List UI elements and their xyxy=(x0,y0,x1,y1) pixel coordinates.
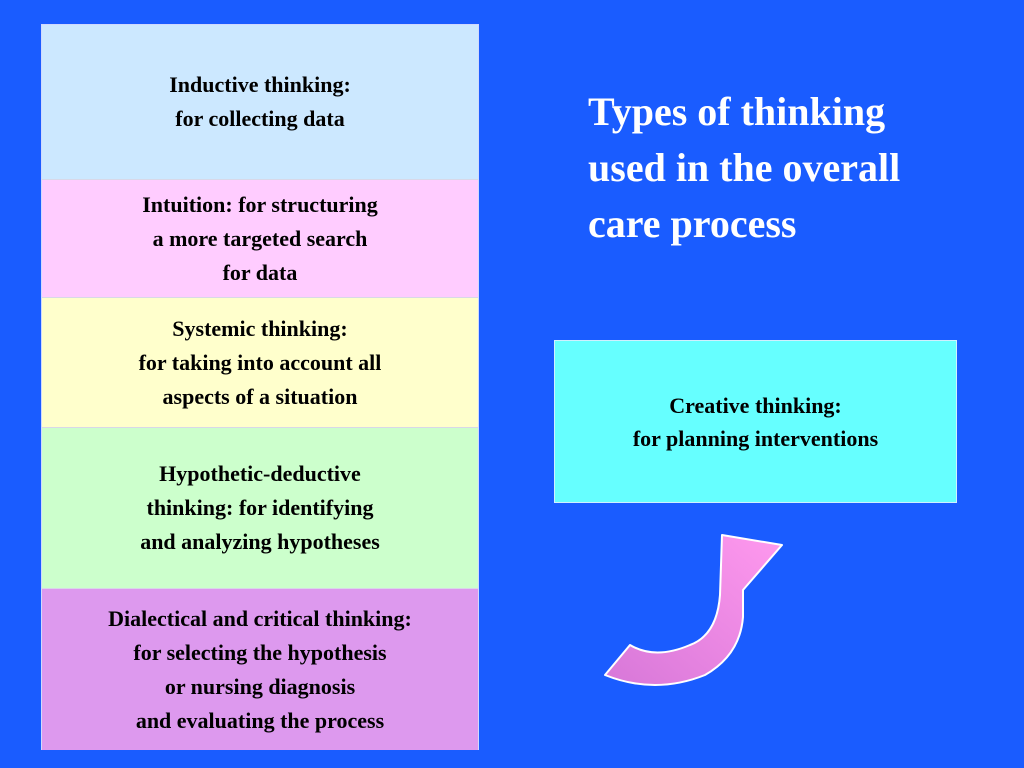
slide-title: Types of thinking used in the overall ca… xyxy=(588,89,901,246)
box-creative-thinking-text: Creative thinking: for planning interven… xyxy=(632,392,879,451)
box-hypothetic-deductive: Hypothetic-deductive thinking: for ident… xyxy=(42,428,478,589)
box-inductive-thinking: Inductive thinking: for collecting data xyxy=(42,25,478,180)
box-dialectical-critical-text: Dialectical and critical thinking: for s… xyxy=(108,605,412,733)
box-systemic-thinking: Systemic thinking: for taking into accou… xyxy=(42,298,478,428)
box-hypothetic-deductive-text: Hypothetic-deductive thinking: for ident… xyxy=(140,461,380,554)
curved-up-right-arrow-icon xyxy=(604,534,783,686)
box-intuition-text: Intuition: for structuring a more target… xyxy=(142,191,378,285)
box-intuition: Intuition: for structuring a more target… xyxy=(42,180,478,298)
box-creative-thinking: Creative thinking: for planning interven… xyxy=(554,340,957,503)
curved-arrow-shape xyxy=(604,534,783,686)
box-systemic-thinking-text: Systemic thinking: for taking into accou… xyxy=(138,315,382,409)
box-inductive-thinking-text: Inductive thinking: for collecting data xyxy=(169,72,351,131)
thinking-types-stack: Inductive thinking: for collecting data … xyxy=(41,24,479,750)
box-dialectical-critical: Dialectical and critical thinking: for s… xyxy=(42,589,478,750)
